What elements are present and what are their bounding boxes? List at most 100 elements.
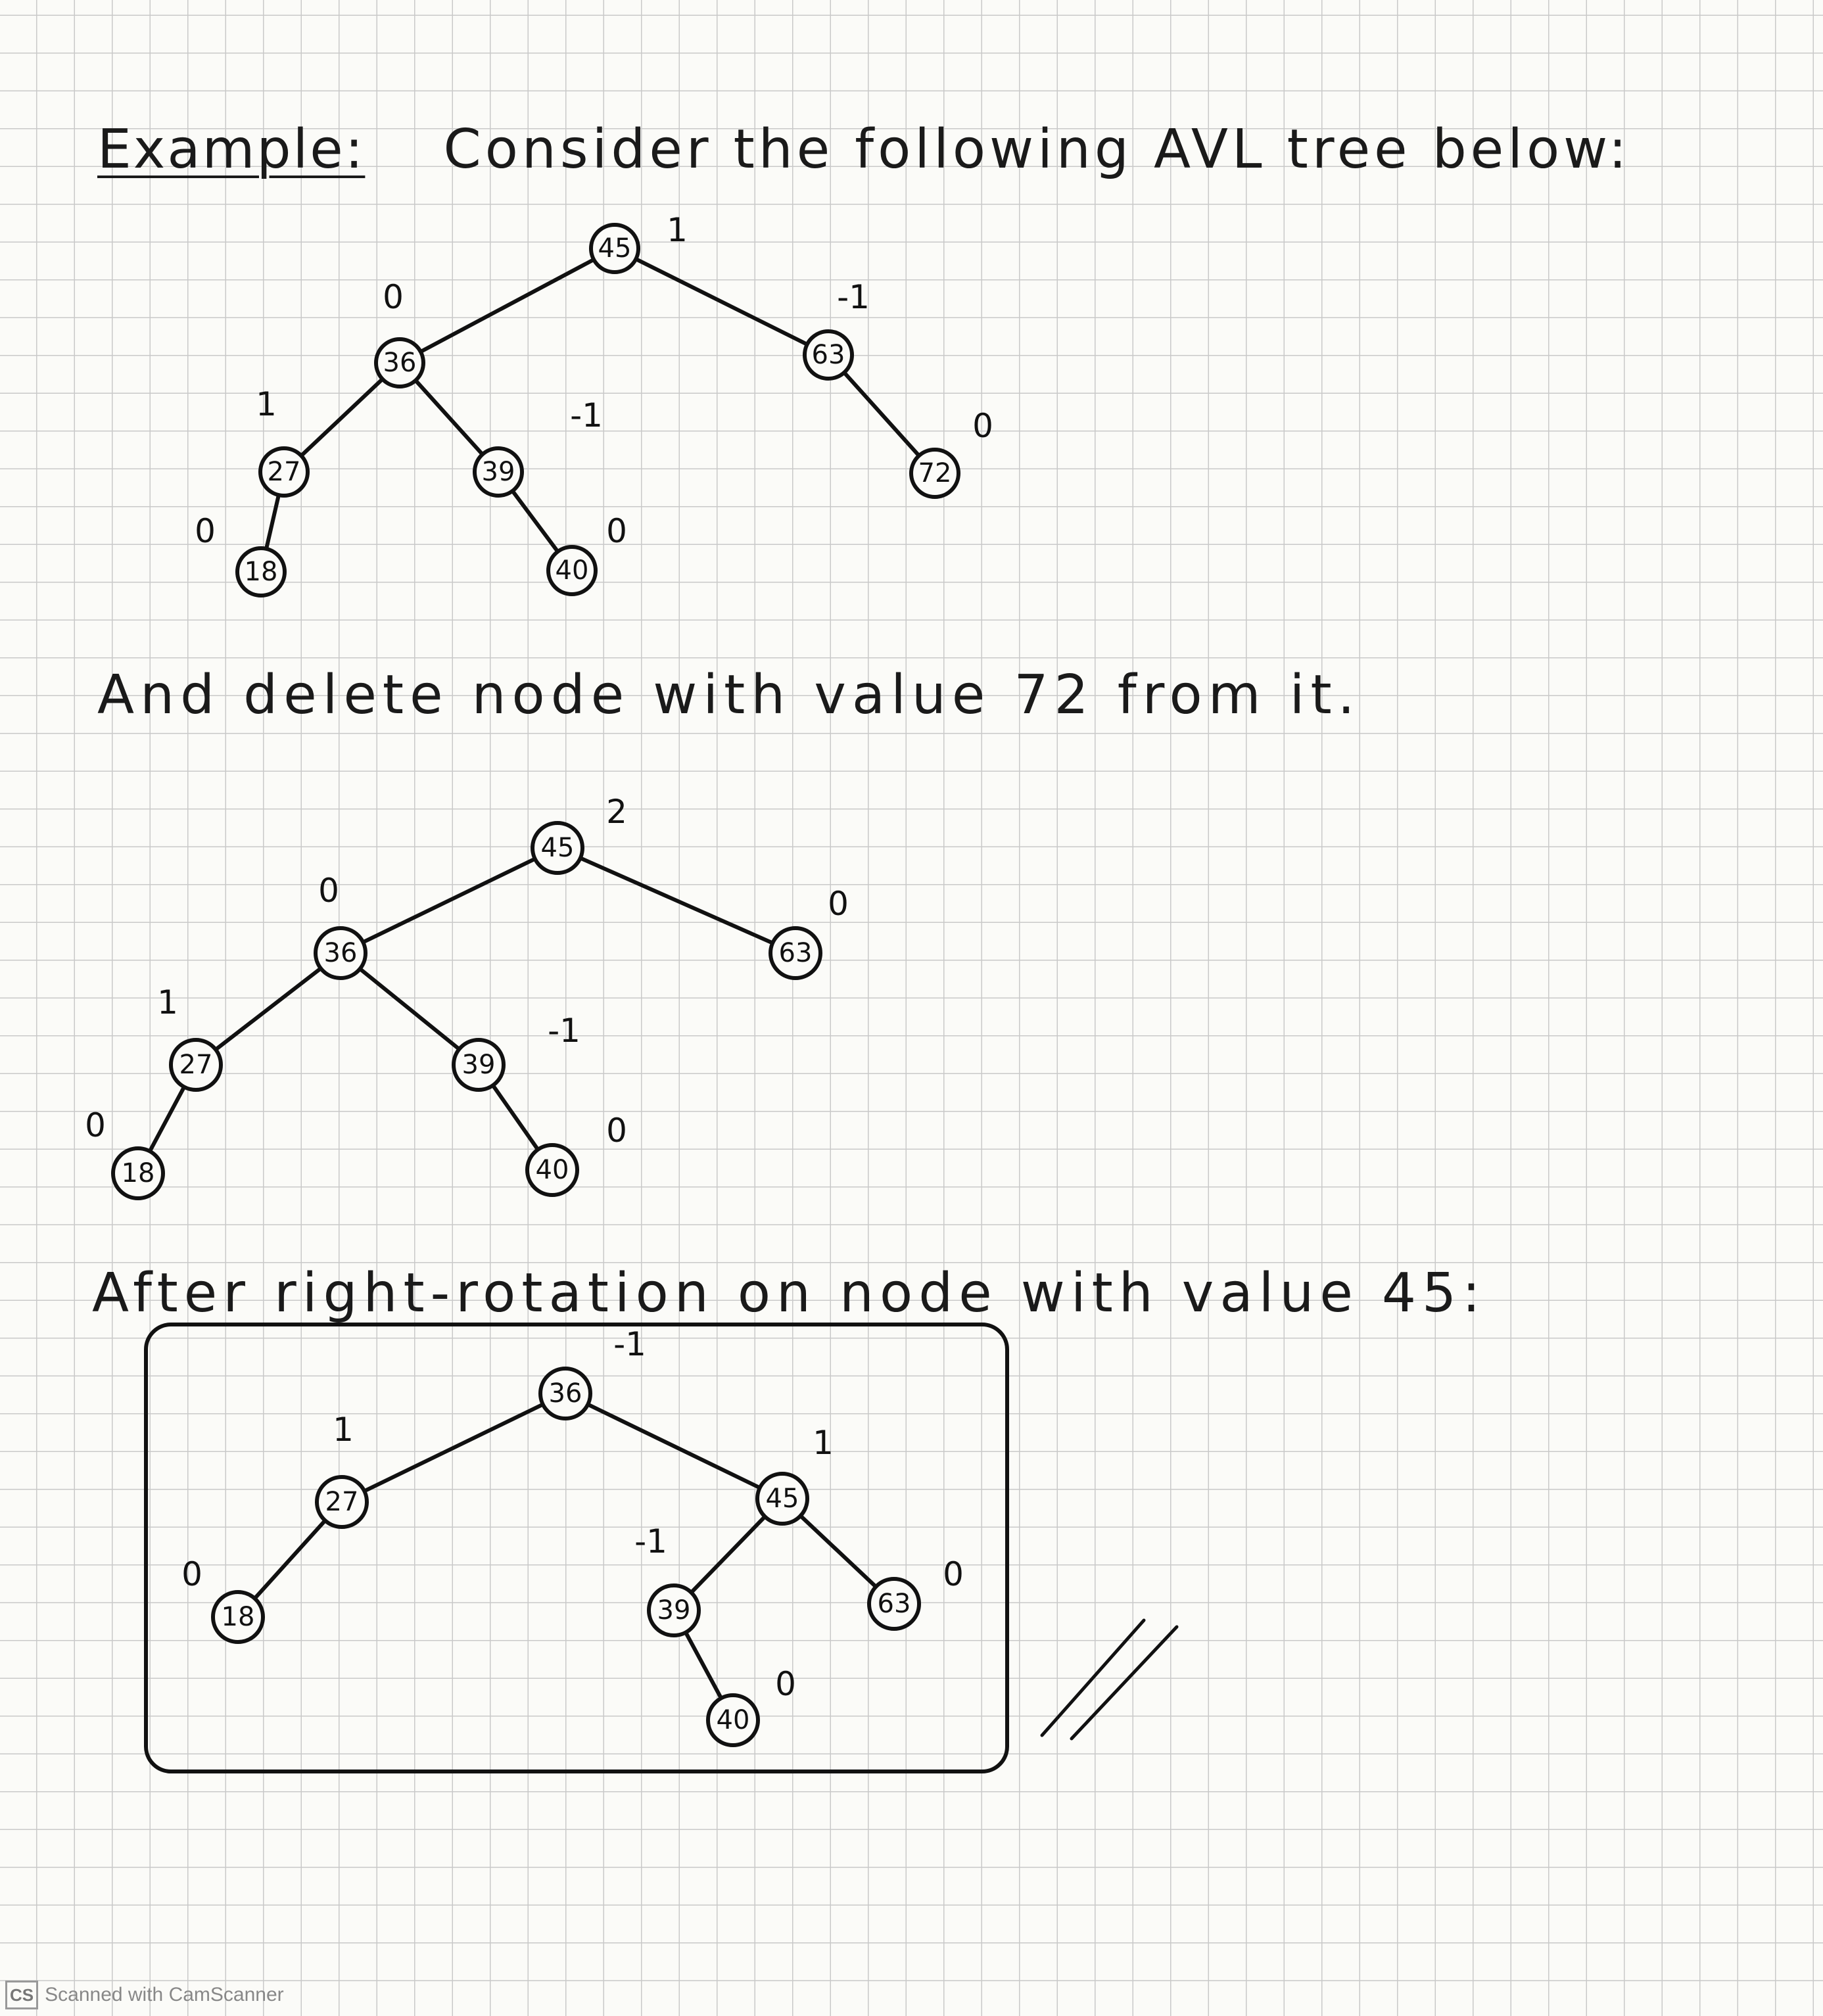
node-value: 40	[717, 1705, 750, 1735]
node-value: 27	[325, 1487, 359, 1517]
node-circle	[525, 1143, 579, 1197]
balance-factor-39: -1	[548, 1012, 580, 1050]
edge-27-18	[264, 493, 281, 551]
node-value: 18	[245, 557, 278, 587]
node-45: 45	[531, 821, 584, 875]
edge-45-39	[689, 1514, 767, 1595]
edge-39-40	[490, 1083, 540, 1152]
node-circle	[452, 1038, 506, 1092]
balance-factor-63: 0	[943, 1555, 964, 1593]
node-18: 18	[111, 1146, 165, 1200]
node-circle	[211, 1590, 265, 1644]
node-circle	[647, 1583, 701, 1637]
node-18: 18	[211, 1590, 265, 1644]
edge-45-63	[798, 1514, 878, 1589]
balance-factor-45: 1	[813, 1424, 834, 1462]
edge-36-27	[299, 377, 385, 458]
edge-27-18	[252, 1518, 327, 1601]
balance-factor-72: 0	[972, 407, 993, 445]
node-circle	[755, 1472, 809, 1526]
node-circle	[473, 446, 524, 498]
node-72: 72	[909, 448, 960, 499]
balance-factor-63: -1	[837, 278, 870, 316]
node-value: 72	[918, 458, 952, 488]
balance-factor-36: -1	[613, 1325, 646, 1363]
balance-factor-18: 0	[85, 1106, 106, 1144]
edge-36-27	[214, 966, 323, 1052]
delete-instruction: And delete node with value 72 from it.	[97, 664, 1361, 726]
node-value: 45	[598, 233, 632, 264]
node-36: 36	[538, 1367, 592, 1420]
edge-36-39	[358, 966, 462, 1052]
balance-factor-27: 1	[256, 385, 277, 423]
balance-factor-27: 1	[333, 1411, 354, 1449]
node-45: 45	[755, 1472, 809, 1526]
node-circle	[546, 545, 598, 596]
node-circle	[803, 329, 854, 381]
node-value: 63	[812, 340, 845, 370]
balance-factor-39: -1	[634, 1522, 667, 1560]
node-63: 63	[867, 1577, 921, 1631]
balance-factor-40: 0	[775, 1665, 796, 1703]
node-value: 45	[541, 833, 575, 863]
balance-factor-39: -1	[570, 396, 603, 434]
scanner-watermark: CS Scanned with CamScanner	[5, 1979, 284, 2011]
node-39: 39	[452, 1038, 506, 1092]
node-value: 45	[766, 1484, 799, 1514]
node-36: 36	[314, 926, 367, 980]
node-circle	[374, 337, 425, 388]
node-18: 18	[235, 546, 287, 598]
node-40: 40	[706, 1693, 760, 1747]
node-circle	[258, 446, 310, 498]
node-circle	[169, 1038, 223, 1092]
node-circle	[867, 1577, 921, 1631]
node-27: 27	[169, 1038, 223, 1092]
balance-factor-36: 0	[318, 872, 339, 910]
result-box	[144, 1323, 1009, 1773]
node-value: 63	[878, 1589, 911, 1619]
edge-36-27	[362, 1402, 545, 1493]
balance-factor-36: 0	[383, 278, 404, 316]
node-value: 36	[383, 348, 417, 378]
node-value: 40	[556, 555, 589, 586]
balance-factor-40: 0	[606, 1112, 627, 1150]
watermark-text: Scanned with CamScanner	[45, 1984, 284, 2005]
edge-27-18	[147, 1085, 187, 1154]
node-40: 40	[525, 1143, 579, 1197]
example-heading: Example: Consider the following AVL tree…	[97, 118, 1630, 181]
edge-39-40	[684, 1630, 723, 1700]
node-circle	[909, 448, 960, 499]
node-circle	[538, 1367, 592, 1420]
node-value: 36	[549, 1378, 582, 1409]
node-27: 27	[315, 1475, 369, 1529]
balance-factor-45: 1	[667, 211, 688, 249]
node-40: 40	[546, 545, 598, 596]
edge-39-40	[510, 488, 560, 554]
node-circle	[531, 821, 584, 875]
node-63: 63	[803, 329, 854, 381]
edge-45-36	[418, 257, 596, 354]
balance-factor-18: 0	[195, 512, 216, 550]
node-36: 36	[374, 337, 425, 388]
node-63: 63	[769, 926, 822, 980]
camscanner-logo: CS	[5, 1981, 39, 2009]
node-circle	[769, 926, 822, 980]
balance-factor-63: 0	[828, 885, 849, 923]
node-value: 40	[536, 1155, 569, 1185]
edge-45-36	[361, 856, 537, 945]
node-value: 36	[324, 938, 358, 968]
node-value: 39	[462, 1050, 496, 1080]
node-circle	[315, 1475, 369, 1529]
completion-mark	[1040, 1618, 1179, 1741]
node-value: 63	[779, 938, 813, 968]
node-27: 27	[258, 446, 310, 498]
edge-45-63	[578, 856, 775, 945]
node-value: 27	[268, 457, 301, 487]
edge-36-45	[586, 1402, 762, 1490]
node-circle	[589, 223, 640, 274]
